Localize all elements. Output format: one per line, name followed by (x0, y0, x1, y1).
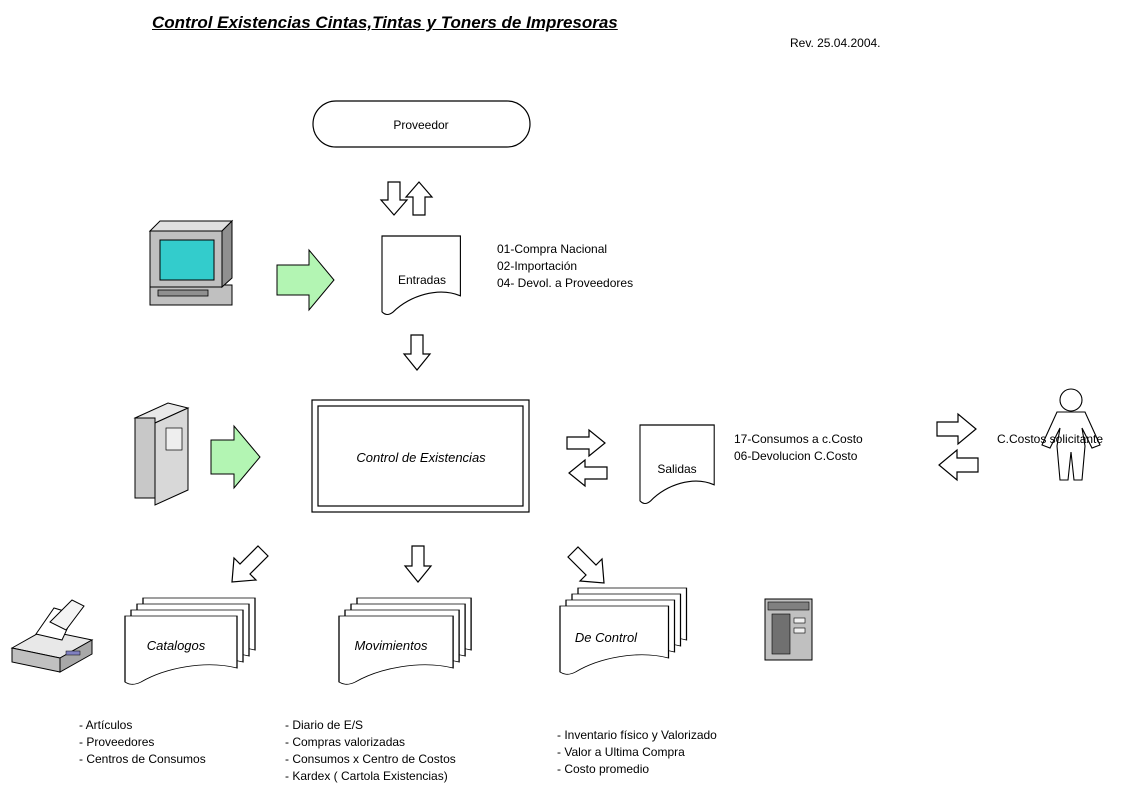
computer-icon (148, 219, 234, 306)
list-item: - Diario de E/S (285, 718, 364, 732)
green-arrow-icon (210, 424, 261, 490)
fax-icon (764, 598, 813, 661)
proveedor-label: Proveedor (393, 118, 448, 132)
list-item: - Inventario físico y Valorizado (557, 728, 717, 742)
list-item: - Costo promedio (557, 762, 650, 776)
control-existencias-node: Control de Existencias (311, 399, 530, 513)
right-arrow-icon (936, 412, 977, 446)
entradas-list: 01-Compra Nacional 02-Importación 04- De… (497, 241, 633, 292)
printer-icon (10, 599, 94, 673)
list-item: - Valor a Ultima Compra (557, 745, 685, 759)
catalogos-list: - Artículos - Proveedores - Centros de C… (79, 717, 206, 768)
server-icon (133, 402, 190, 506)
diagram-title: Control Existencias Cintas,Tintas y Tone… (152, 13, 618, 32)
person-icon (1041, 388, 1101, 481)
down-arrow-icon (402, 334, 432, 371)
list-item: - Consumos x Centro de Costos (285, 752, 456, 766)
list-item: - Artículos (79, 718, 133, 732)
down-arrow-icon (403, 545, 433, 583)
control-label: Control de Existencias (356, 450, 486, 465)
entradas-label: Entradas (398, 273, 446, 287)
up-arrow-icon (404, 181, 434, 216)
list-item: 17-Consumos a c.Costo (734, 432, 863, 446)
left-arrow-icon (568, 458, 608, 488)
movimientos-list: - Diario de E/S - Compras valorizadas - … (285, 717, 456, 785)
list-item: 04- Devol. a Proveedores (497, 276, 634, 290)
salidas-list: 17-Consumos a c.Costo 06-Devolucion C.Co… (734, 431, 863, 465)
catalogos-report-stack: Catalogos (124, 597, 256, 686)
left-arrow-icon (938, 448, 979, 482)
list-item: 01-Compra Nacional (497, 242, 608, 256)
right-arrow-icon (566, 428, 606, 458)
salidas-label: Salidas (657, 462, 696, 476)
proveedor-node: Proveedor (312, 100, 531, 148)
down-right-arrow-icon (567, 546, 605, 584)
de-control-report-stack: De Control (559, 587, 688, 676)
list-item: 02-Importación (497, 259, 578, 273)
movimientos-label: Movimientos (355, 638, 428, 653)
catalogos-label: Catalogos (147, 638, 206, 653)
green-arrow-icon (276, 248, 335, 312)
down-arrow-icon (379, 181, 409, 216)
de-control-label: De Control (575, 630, 638, 645)
revision-date: Rev. 25.04.2004. (790, 36, 881, 50)
list-item: - Proveedores (79, 735, 155, 749)
solicitante-label: C.Costos solicitante (997, 432, 1103, 446)
down-left-arrow-icon (231, 545, 269, 583)
list-item: - Kardex ( Cartola Existencias) (285, 769, 448, 783)
list-item: - Compras valorizadas (285, 735, 406, 749)
list-item: 06-Devolucion C.Costo (734, 449, 858, 463)
movimientos-report-stack: Movimientos (338, 597, 472, 686)
list-item: - Centros de Consumos (79, 752, 206, 766)
de-control-list: - Inventario físico y Valorizado - Valor… (557, 727, 717, 778)
